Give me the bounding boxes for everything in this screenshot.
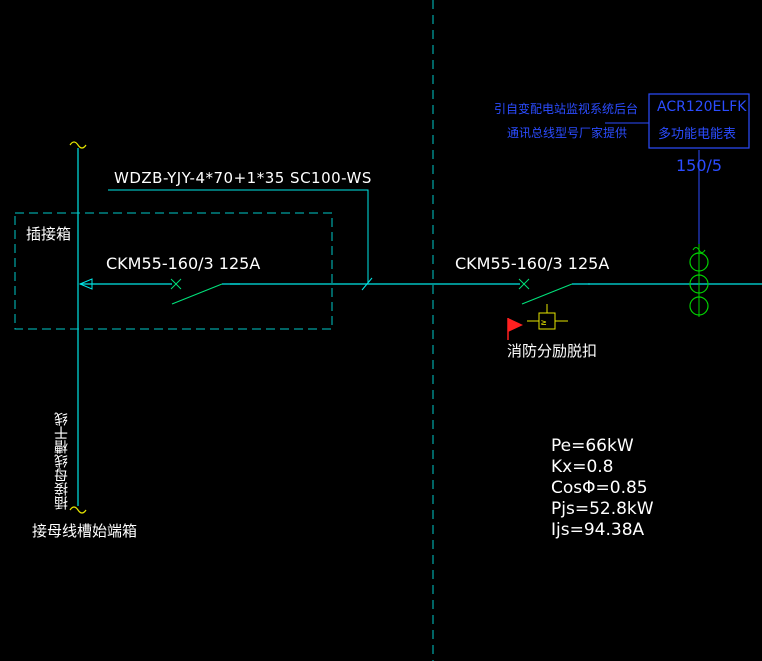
ijs-value: Ijs=94.38A bbox=[551, 520, 645, 540]
breaker-right-label: CKM55-160/3 125A bbox=[455, 254, 610, 273]
plug-box-outline bbox=[14, 212, 333, 330]
breaker-left-symbol bbox=[150, 278, 240, 305]
busway-tilde-icon bbox=[69, 506, 87, 514]
plug-arrow-icon bbox=[78, 278, 93, 290]
pjs-value: Pjs=52.8kW bbox=[551, 499, 654, 519]
busway-trunk-label: 插接母线槽干线 bbox=[54, 412, 70, 510]
fire-shunt-trip-label: 消防分励脱扣 bbox=[507, 342, 598, 360]
note-line-2: 通讯总线型号厂家提供 bbox=[507, 126, 628, 140]
red-flag-icon bbox=[507, 318, 523, 340]
busway-start-box-label: 接母线槽始端箱 bbox=[32, 522, 138, 540]
pe-value: Pe=66kW bbox=[551, 436, 634, 456]
meter-box bbox=[648, 93, 750, 149]
kx-value: Kx=0.8 bbox=[551, 457, 614, 477]
breaker-right-symbol bbox=[498, 278, 590, 305]
current-transformer-icon bbox=[689, 150, 709, 317]
plug-box-label: 插接箱 bbox=[26, 225, 72, 243]
ct-ratio-label: 150/5 bbox=[676, 156, 723, 175]
shunt-trip-coil-icon: ≥ bbox=[527, 304, 568, 330]
cable-spec-label: WDZB-YJY-4*70+1*35 SC100-WS bbox=[114, 169, 372, 187]
busway-tilde-icon bbox=[69, 141, 87, 149]
load-calculation-block: Pe=66kW Kx=0.8 CosΦ=0.85 Pjs=52.8kW Ijs=… bbox=[551, 436, 654, 541]
meter-model-label: ACR120ELFK bbox=[657, 99, 747, 115]
cable-leader-line bbox=[108, 189, 369, 283]
svg-text:≥: ≥ bbox=[541, 318, 547, 328]
breaker-left-label: CKM55-160/3 125A bbox=[106, 254, 261, 273]
cos-value: CosΦ=0.85 bbox=[551, 478, 648, 498]
note-line-1: 引自变配电站监视系统后台 bbox=[494, 102, 639, 116]
meter-name-label: 多功能电能表 bbox=[658, 127, 737, 142]
